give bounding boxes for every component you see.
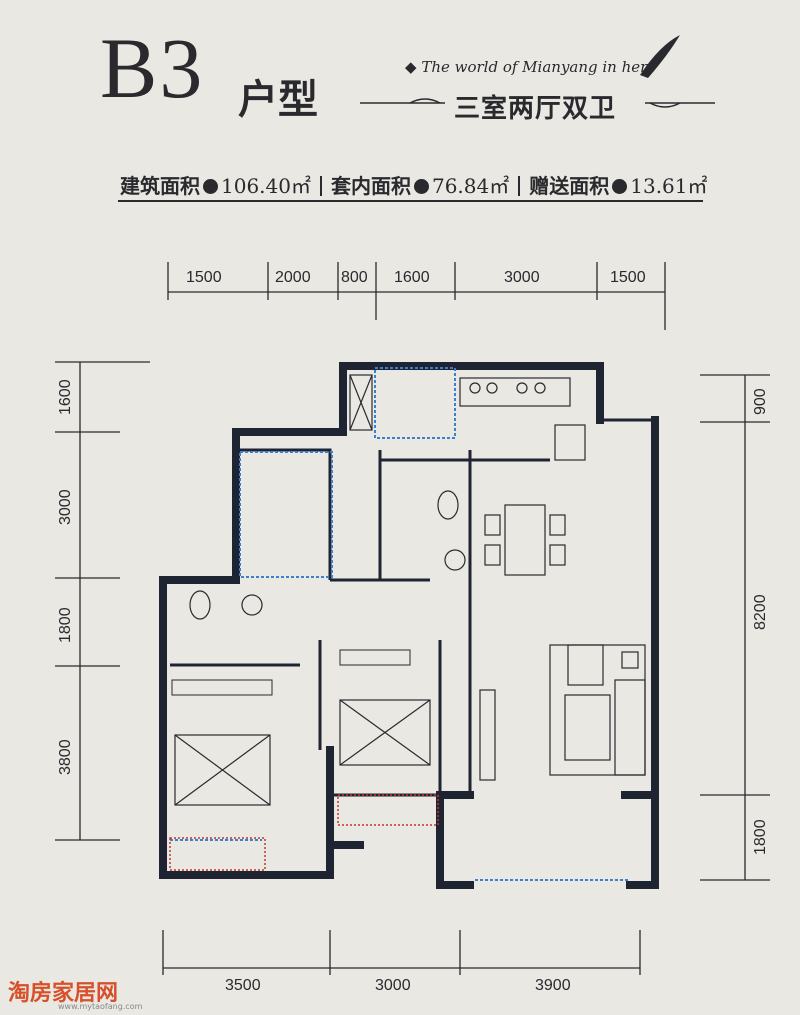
toilet-icon [437,490,459,520]
sink-icon [469,382,481,394]
dim-top-5: 3000 [504,269,540,286]
dim-right-1: 900 [752,388,769,415]
bathroom-fixtures [189,490,466,620]
interior-walls [170,418,655,797]
slogan-text: The world of Mianyang in here [421,58,657,76]
dim-left-3: 1800 [57,607,74,643]
bullet-icon [413,179,429,194]
area-value: 76.84㎡ [431,174,510,198]
bedroom-beds [174,699,431,806]
room-config: 三室两厅双卫 [454,94,617,124]
dim-top-1: 1500 [186,269,222,286]
bullet-icon [612,179,628,194]
watermark-url: www.mytaofang.com [58,1002,143,1011]
coffee-table [564,694,611,761]
watermark-logo: 淘房家居网 [8,981,119,1006]
area-label: 套内面积 [330,174,411,198]
dim-bottom-2: 3000 [375,977,411,994]
wardrobes [171,649,411,696]
diamond-icon: ◆ [405,58,422,76]
dim-left-2: 3000 [57,489,74,525]
bullet-icon [203,179,218,194]
balcony-edges [169,794,439,871]
stove-icon [516,382,528,394]
dimension-bottom [162,930,641,975]
area-value: 106.40㎡ [221,174,311,198]
dimension-top [167,262,666,330]
dimension-right [700,374,770,881]
plan-type-label: 户型 [238,77,318,123]
windows [170,367,630,881]
dim-right-3: 1800 [752,819,769,855]
basin-icon [444,549,466,571]
area-label: 赠送面积 [529,174,610,198]
dimension-left [55,361,150,841]
dim-top-4: 1600 [394,269,430,286]
dim-left-1: 1600 [57,379,74,415]
plan-code: B3 [100,20,205,116]
dim-top-2: 2000 [275,269,311,286]
area-label: 建筑面积 [120,174,200,198]
slogan: ◆ The world of Mianyang in here [405,58,656,76]
dim-left-4: 3800 [57,739,74,775]
tv-cabinet [479,689,496,781]
dim-bottom-1: 3500 [225,977,261,994]
dim-top-3: 800 [341,269,368,286]
area-underline [118,200,703,202]
living-room [479,644,646,781]
dim-top-6: 1500 [610,269,646,286]
dining-table [484,504,566,576]
area-value: 13.61㎡ [630,174,708,198]
sofa [614,679,646,776]
dim-right-2: 8200 [752,594,769,630]
walls [159,362,659,889]
dim-bottom-3: 3900 [535,977,571,994]
kitchen [349,374,586,461]
